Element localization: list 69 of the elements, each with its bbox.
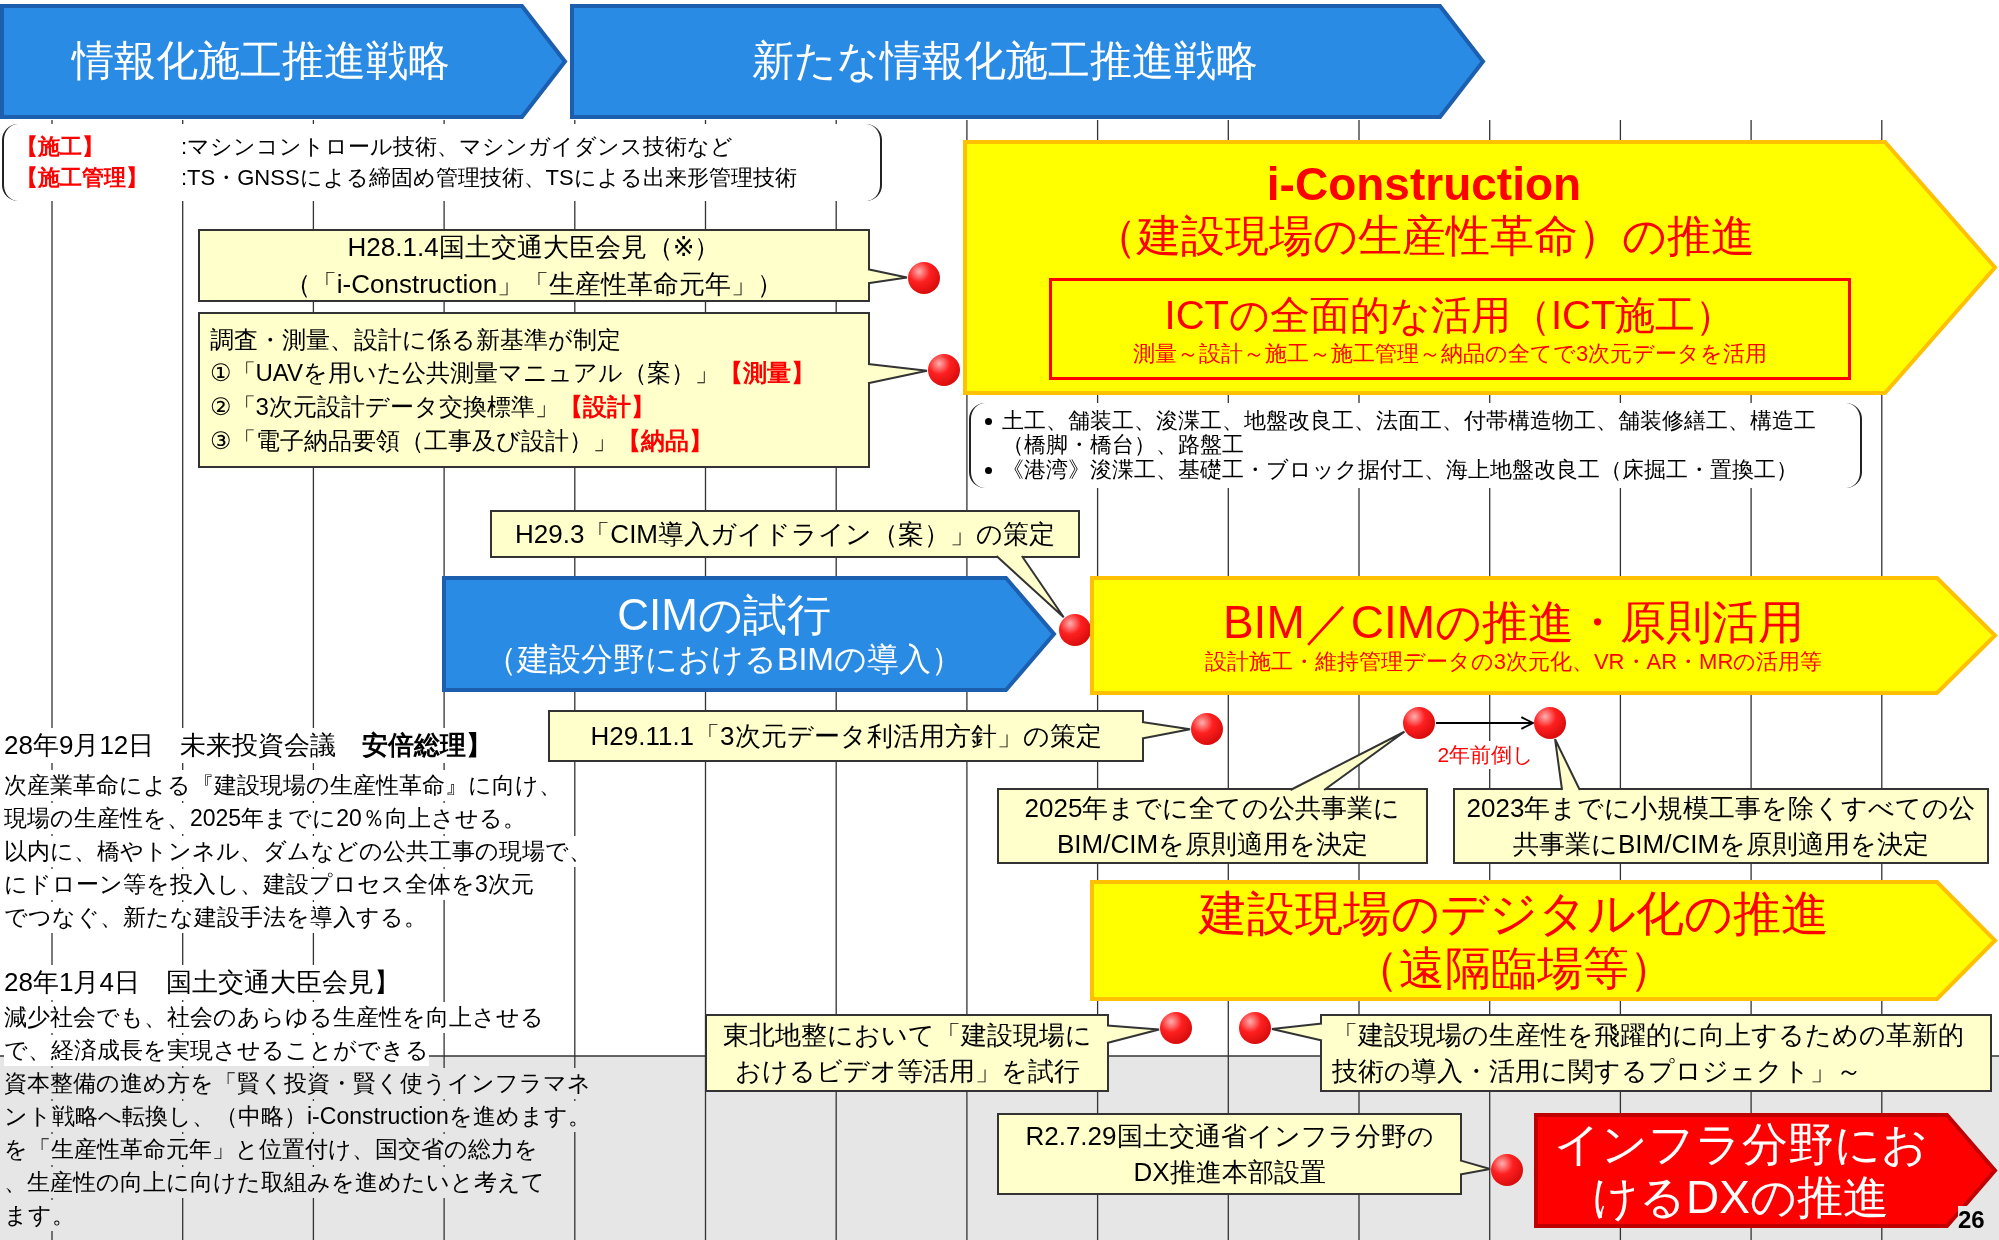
arrow-band xyxy=(1534,1113,1997,1228)
callout-text: 2023年までに小規模工事を除くすべての公共事業にBIM/CIMを原則適用を決定 xyxy=(1465,791,1977,861)
dot-marker xyxy=(1160,1012,1192,1044)
band-title: BIM／CIMの推進・原則活用 xyxy=(1222,596,1805,650)
callout-pointer xyxy=(867,363,928,385)
dot-marker xyxy=(1534,707,1566,739)
note-text: を「生産性革命元年」と位置付け、国交省の総力を xyxy=(4,1134,538,1165)
callout-pointer xyxy=(867,268,908,285)
callout-text: R2.7.29国土交通省インフラ分野のDX推進本部設置 xyxy=(1024,1119,1435,1189)
arrow-band xyxy=(963,140,1997,395)
band-subtitle: 設計施工・維持管理データの3次元化、VR・AR・MRの活用等 xyxy=(1204,649,1823,675)
arrow-band xyxy=(0,4,567,119)
category-label: 【施工管理】 xyxy=(16,163,149,192)
dot-marker xyxy=(1059,614,1091,646)
list-item-text: 《港湾》浚渫工、基礎工・ブロック据付工、海上地盤改良工（床掘工・置換工） xyxy=(1002,457,1798,482)
callout-text: H29.3「CIM導入ガイドライン（案）」の策定 xyxy=(514,517,1055,551)
callout-text: H29.11.1「3次元データ利活用方針」の策定 xyxy=(590,719,1102,753)
callout-text: ③「電子納品要領（工事及び設計）」【納品】 xyxy=(210,425,713,456)
callout-pointer xyxy=(1289,730,1406,791)
callout-pointer xyxy=(1270,1022,1323,1042)
dot-marker xyxy=(928,354,960,386)
band-title: i-Construction xyxy=(1266,158,1582,211)
callout-box xyxy=(1320,1014,1992,1092)
dot-marker xyxy=(908,262,940,294)
callout-text: ①「UAVを用いた公共測量マニュアル（案）」【測量】 xyxy=(210,358,816,389)
arrow-band xyxy=(1090,576,1997,695)
arrow-band xyxy=(442,576,1056,692)
category-label: 【施工】 xyxy=(16,132,105,161)
callout-pointer xyxy=(1141,721,1191,740)
callout-pointer xyxy=(995,555,1065,619)
description-text: :マシンコントロール技術、マシンガイダンス技術など xyxy=(181,132,735,161)
box-title: ICTの全面的な活用（ICT施工） xyxy=(1164,292,1736,340)
description-text: :TS・GNSSによる締固め管理技術、TSによる出来形管理技術 xyxy=(181,163,797,192)
band-subtitle: （建設現場の生産性革命）の推進 xyxy=(1093,210,1755,262)
callout-text: （「i-Construction」「生産性革命元年」） xyxy=(284,267,784,301)
dot-marker xyxy=(1239,1012,1271,1044)
callout-pointer xyxy=(1106,1024,1161,1044)
note-text: 、生産性の向上に向けた取組みを進めたいと考えて xyxy=(4,1167,545,1198)
note-text: にドローン等を投入し、建設プロセス全体を3次元 xyxy=(4,869,534,900)
arrow-band xyxy=(570,4,1485,119)
callout-text: H28.1.4国土交通大臣会見（※） xyxy=(347,231,721,265)
highlight-box xyxy=(1049,278,1851,380)
band-subtitle: （建設分野におけるBIMの導入） xyxy=(485,640,963,678)
note-text: 資本整備の進め方を「賢く投資・賢く使うインフラマネ xyxy=(4,1068,591,1099)
callout-box xyxy=(198,229,870,302)
callout-text: 「建設現場の生産性を飛躍的に向上するための革新的技術の導入・活用に関するプロジェクト」～ xyxy=(1332,1018,1965,1088)
band-subtitle: （遠隔臨場等） xyxy=(1352,941,1675,995)
callout-box xyxy=(548,710,1144,762)
callout-pointer xyxy=(1459,1159,1492,1176)
callout-text: 2025年までに全ての公共事業にBIM/CIMを原則適用を決定 xyxy=(1023,791,1402,861)
band-title: CIMの試行 xyxy=(617,590,831,641)
note-text: で、経済成長を実現させることができる xyxy=(4,1035,429,1066)
dot-marker xyxy=(1191,713,1223,745)
dot-marker xyxy=(1403,707,1435,739)
band-title: 新たな情報化施工推進戦略 xyxy=(752,37,1258,86)
callout-text: 東北地整において「建設現場におけるビデオ等活用」を試行 xyxy=(721,1018,1093,1088)
band-title: 建設現場のデジタル化の推進 xyxy=(1198,886,1829,942)
band-title: インフラ分野におけるDXの推進 xyxy=(1552,1117,1929,1224)
box-subtitle: 測量～設計～施工～施工管理～納品の全てで3次元データを活用 xyxy=(1132,340,1768,368)
callout-box xyxy=(198,312,870,468)
arrow-band xyxy=(1090,880,1997,1001)
band-title: 情報化施工推進戦略 xyxy=(72,37,450,86)
callout-text: ②「3次元設計データ交換標準」【設計】 xyxy=(210,392,655,422)
list-item-text: 土工、舗装工、浚渫工、地盤改良工、法面工、付帯構造物工、舗装修繕工、構造工（橋脚・橋台）、路盤工 xyxy=(1002,409,1817,458)
callout-text: 調査・測量、設計に係る新基準が制定 xyxy=(210,324,621,355)
callout-box xyxy=(997,1113,1462,1195)
callout-box xyxy=(705,1014,1109,1092)
callout-pointer xyxy=(1554,738,1581,791)
arrow xyxy=(1435,716,1534,730)
